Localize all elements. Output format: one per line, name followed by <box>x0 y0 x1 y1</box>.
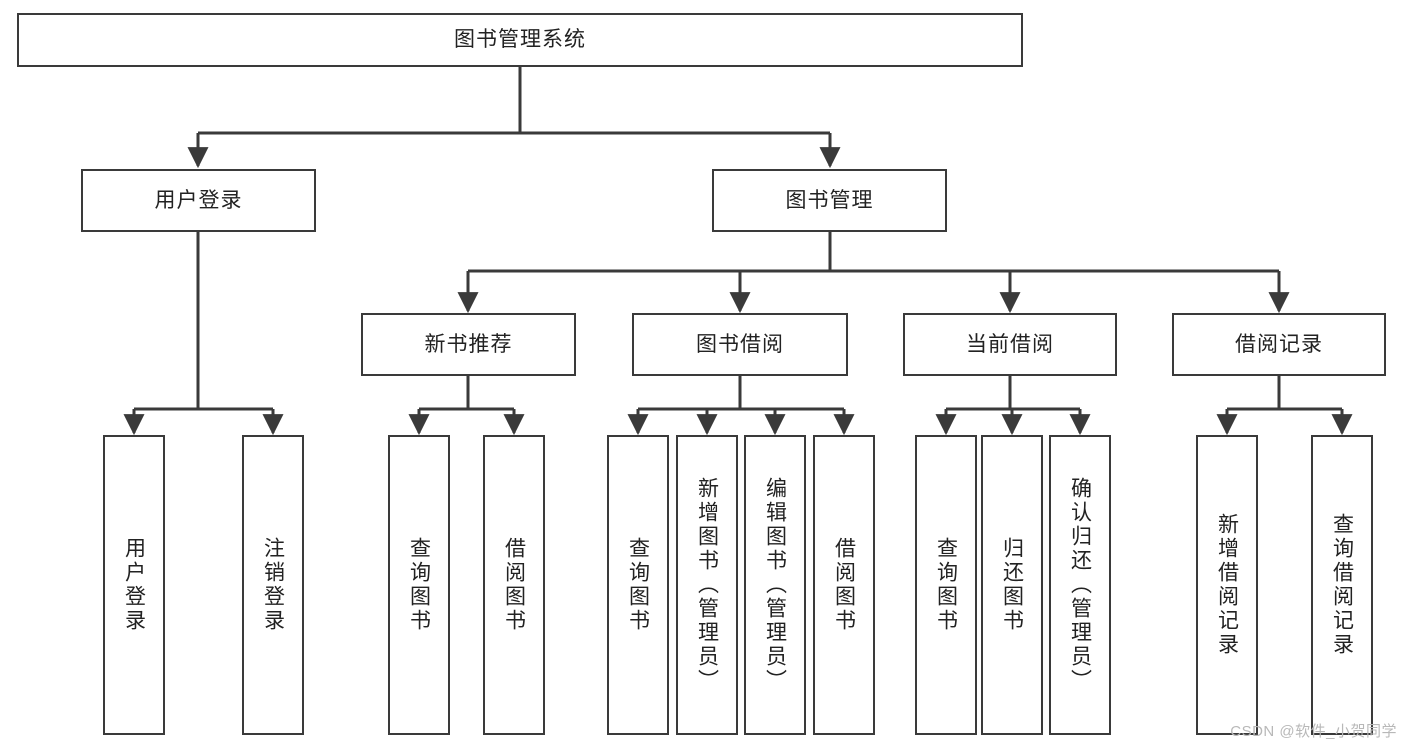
node-label: 编辑图书（管理员） <box>763 477 787 693</box>
watermark: CSDN @软件_小贺同学 <box>1230 723 1397 740</box>
leaf-record-query-record[interactable]: 查询借阅记录 <box>1311 435 1373 735</box>
leaf-user-login-signin[interactable]: 用户登录 <box>103 435 165 735</box>
node-book-management[interactable]: 图书管理 <box>712 169 947 232</box>
node-book-borrow[interactable]: 图书借阅 <box>632 313 848 376</box>
leaf-borrow-edit-book-admin[interactable]: 编辑图书（管理员） <box>744 435 806 735</box>
node-label: 图书借阅 <box>696 332 784 356</box>
node-current-borrow[interactable]: 当前借阅 <box>903 313 1117 376</box>
leaf-recommend-query-book[interactable]: 查询图书 <box>388 435 450 735</box>
node-label: 当前借阅 <box>966 332 1054 356</box>
leaf-user-login-signout[interactable]: 注销登录 <box>242 435 304 735</box>
node-label: 借阅图书 <box>832 537 856 633</box>
node-label: 新书推荐 <box>424 332 513 356</box>
node-label: 查询借阅记录 <box>1330 513 1354 657</box>
leaf-recommend-borrow-book[interactable]: 借阅图书 <box>483 435 545 735</box>
node-label: 借阅记录 <box>1235 332 1323 356</box>
node-borrow-record[interactable]: 借阅记录 <box>1172 313 1386 376</box>
leaf-borrow-borrow-book[interactable]: 借阅图书 <box>813 435 875 735</box>
node-label: 用户登录 <box>154 188 243 212</box>
node-label: 注销登录 <box>261 537 285 633</box>
leaf-borrow-add-book-admin[interactable]: 新增图书（管理员） <box>676 435 738 735</box>
node-root-system[interactable]: 图书管理系统 <box>17 13 1023 67</box>
node-label: 查询图书 <box>934 537 958 633</box>
leaf-current-confirm-return-admin[interactable]: 确认归还（管理员） <box>1049 435 1111 735</box>
node-label: 归还图书 <box>1000 537 1024 633</box>
node-user-login[interactable]: 用户登录 <box>81 169 316 232</box>
node-label: 用户登录 <box>122 537 146 633</box>
leaf-borrow-query-book[interactable]: 查询图书 <box>607 435 669 735</box>
node-label: 新增图书（管理员） <box>695 477 719 693</box>
node-label: 查询图书 <box>626 537 650 633</box>
leaf-record-add-record[interactable]: 新增借阅记录 <box>1196 435 1258 735</box>
node-label: 确认归还（管理员） <box>1068 477 1092 693</box>
node-new-book-recommend[interactable]: 新书推荐 <box>361 313 576 376</box>
leaf-current-query-book[interactable]: 查询图书 <box>915 435 977 735</box>
node-label: 新增借阅记录 <box>1215 513 1239 657</box>
node-label: 图书管理系统 <box>454 28 586 52</box>
node-label: 图书管理 <box>785 188 874 212</box>
node-label: 查询图书 <box>407 537 431 633</box>
node-label: 借阅图书 <box>502 537 526 633</box>
leaf-current-return-book[interactable]: 归还图书 <box>981 435 1043 735</box>
